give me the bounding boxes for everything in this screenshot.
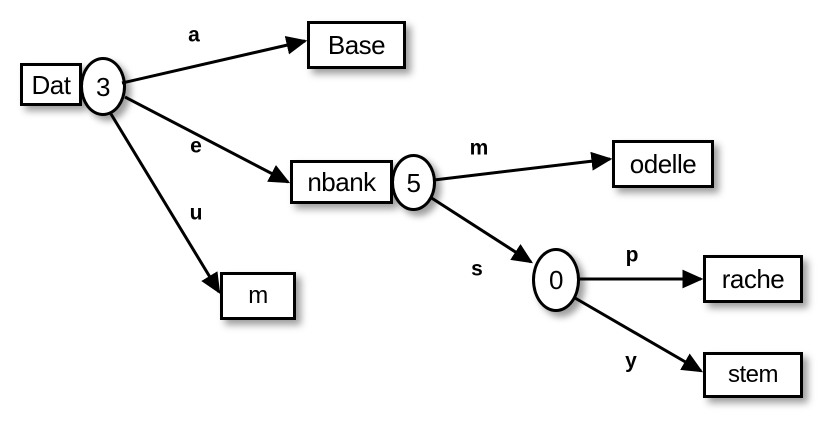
node-stem[interactable]: stem: [703, 352, 803, 398]
node-n5[interactable]: 5: [391, 154, 436, 211]
edge-e-e[interactable]: [124, 95, 291, 184]
edge-label-e-s: s: [471, 257, 483, 281]
node-label: stem: [727, 361, 779, 388]
node-label: Dat: [31, 69, 71, 100]
edge-label-e-a: a: [188, 23, 200, 47]
node-m_box[interactable]: m: [220, 272, 296, 320]
edge-label-e-m: m: [469, 136, 489, 160]
node-n3[interactable]: 3: [80, 57, 126, 116]
edge-e-a[interactable]: [121, 35, 308, 85]
edge-label-e-p: p: [625, 243, 639, 267]
node-label: odelle: [629, 149, 697, 179]
node-n0[interactable]: 0: [532, 248, 580, 312]
edge-label-e-e: e: [190, 134, 202, 158]
edge-e-s[interactable]: [429, 195, 534, 264]
node-label: m: [248, 282, 268, 309]
edge-e-m[interactable]: [433, 151, 613, 182]
edge-lines: [109, 35, 704, 373]
node-label: rache: [721, 264, 785, 294]
edge-e-u[interactable]: [109, 113, 221, 295]
node-rache[interactable]: rache: [703, 255, 803, 303]
node-label: nbank: [307, 167, 376, 197]
node-label: Base: [327, 30, 386, 60]
edge-e-y[interactable]: [574, 296, 704, 373]
node-base[interactable]: Base: [307, 21, 406, 69]
node-label: 3: [96, 71, 110, 102]
edge-label-e-u: u: [189, 201, 203, 225]
node-label: 0: [549, 265, 563, 295]
edge-label-e-y: y: [625, 349, 637, 373]
node-label: 5: [406, 167, 421, 198]
node-nbank[interactable]: nbank: [290, 160, 393, 204]
node-odelle[interactable]: odelle: [612, 140, 714, 188]
